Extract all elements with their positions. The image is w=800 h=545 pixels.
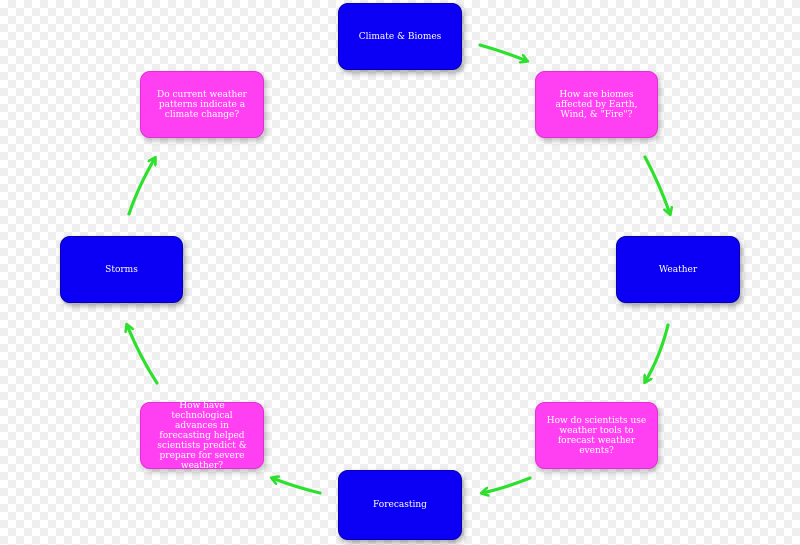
arrow-storms-to-q-climate bbox=[127, 158, 155, 216]
arrow-q-biomes-to-weather bbox=[643, 155, 670, 214]
arrow-forecasting-to-q-tech bbox=[272, 478, 322, 495]
node-question-weather-tools: How do scientists use weather tools to f… bbox=[535, 402, 658, 469]
arrow-q-tools-to-forecasting bbox=[482, 476, 532, 493]
node-forecasting: Forecasting bbox=[338, 470, 462, 540]
arrow-q-tech-to-storms bbox=[127, 325, 159, 385]
arrow-weather-to-q-tools bbox=[645, 323, 670, 382]
node-question-tech-advances: How have technological advances in forec… bbox=[140, 401, 264, 471]
node-storms: Storms bbox=[60, 236, 183, 303]
node-climate-biomes: Climate & Biomes bbox=[338, 3, 462, 70]
node-weather: Weather bbox=[616, 236, 740, 303]
arrow-climate-to-q-biomes bbox=[478, 43, 527, 61]
node-question-climate-change: Do current weather patterns indicate a c… bbox=[140, 71, 264, 138]
node-question-biomes: How are biomes affected by Earth, Wind, … bbox=[535, 71, 658, 138]
